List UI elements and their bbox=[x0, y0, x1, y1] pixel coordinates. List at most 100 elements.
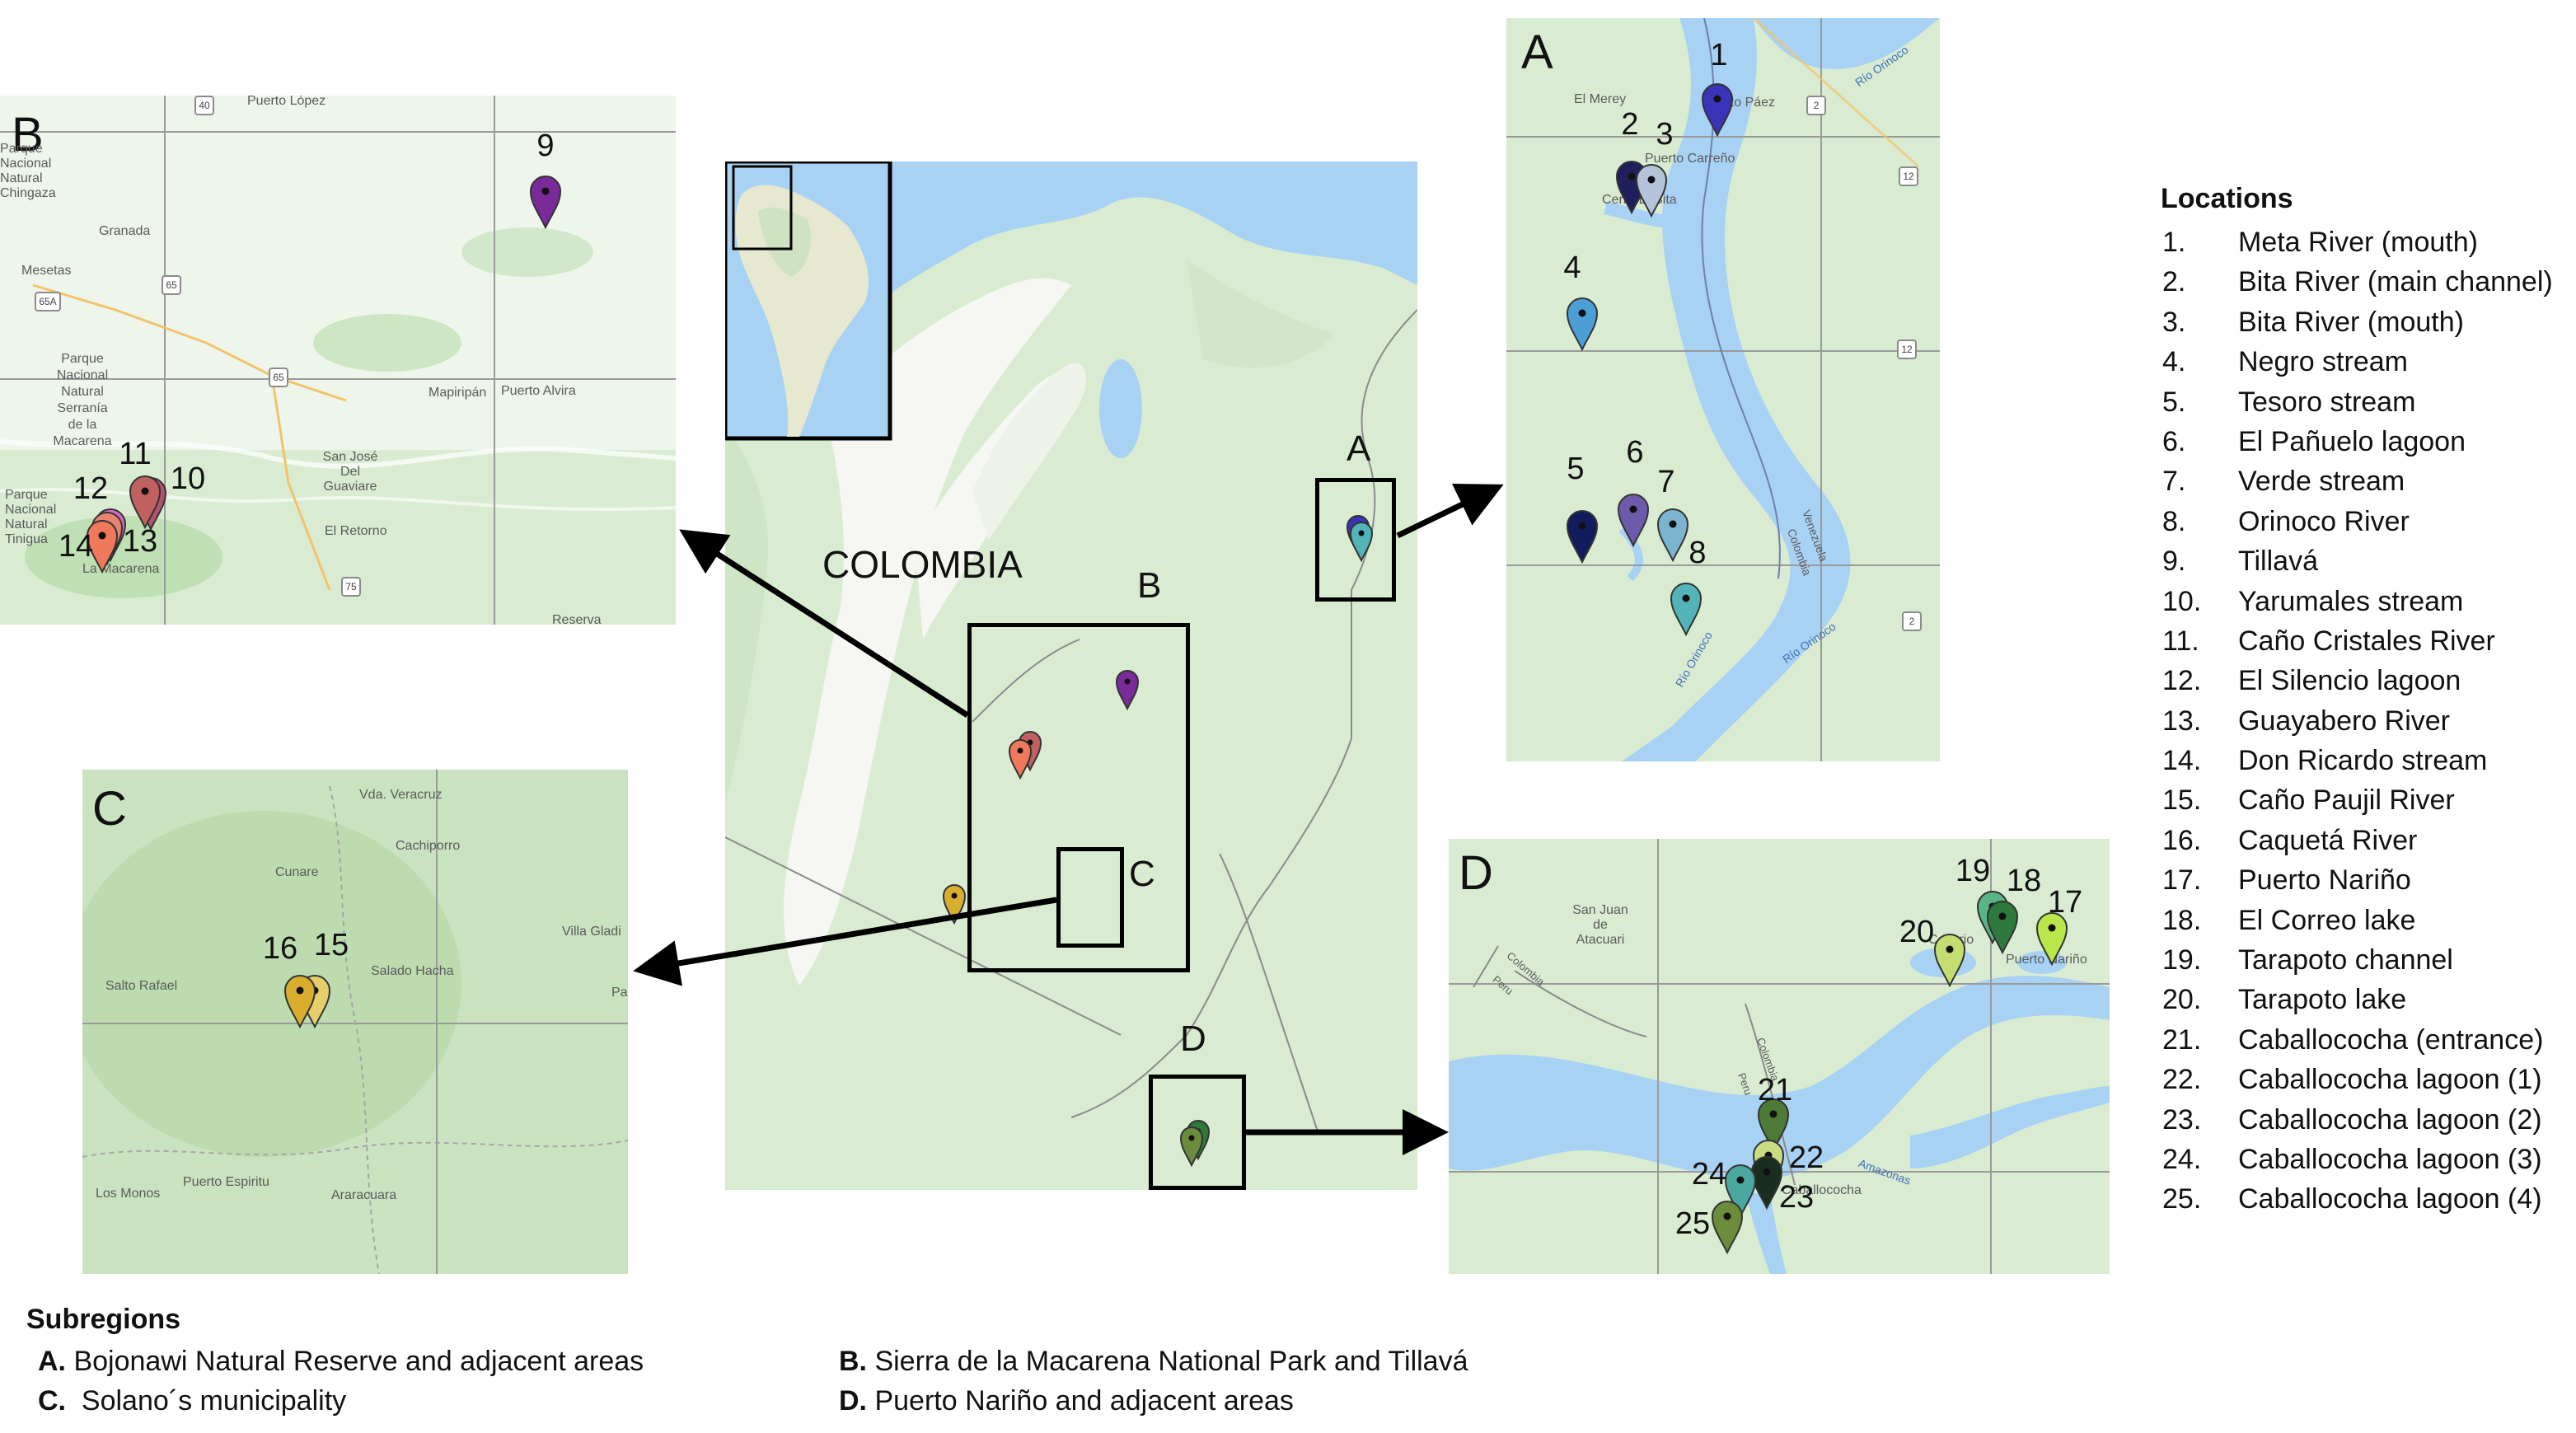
location-pin bbox=[1566, 509, 1599, 564]
subregion-box-label: D bbox=[1180, 1019, 1206, 1059]
location-pin bbox=[1617, 493, 1650, 547]
legend-number: 17. bbox=[2162, 864, 2202, 897]
legend-item: 13.Guayabero River bbox=[2161, 705, 2573, 745]
legend-number: 12. bbox=[2162, 665, 2202, 697]
legend-item: 9. Tillavá bbox=[2161, 546, 2573, 585]
place-label: Araracuara bbox=[331, 1188, 397, 1202]
subregion-item: C. Solano´s municipality bbox=[38, 1385, 346, 1417]
legend-name: Verde stream bbox=[2238, 466, 2405, 498]
pin-number: 10 bbox=[170, 461, 206, 496]
subregions-row: A. Bojonawi Natural Reserve and adjacent… bbox=[26, 1346, 1674, 1385]
pin-number: 19 bbox=[1955, 854, 1991, 888]
place-label: San José Del Guaviare bbox=[322, 450, 378, 494]
panel-b-map: B Puerto López Parque Nacional Natural C… bbox=[0, 96, 676, 625]
place-label: Mapiripán bbox=[429, 386, 487, 400]
south-america-inset bbox=[725, 162, 892, 441]
panel-a-map: A El Merey Puerto Páez Puerto Carreño Ce… bbox=[1506, 18, 1940, 761]
location-pin bbox=[1349, 521, 1374, 562]
legend-name: Caño Cristales River bbox=[2238, 625, 2495, 657]
pin-number: 13 bbox=[122, 524, 158, 559]
location-pin bbox=[2035, 911, 2068, 966]
legend-name: Caballococha lagoon (2) bbox=[2238, 1103, 2542, 1136]
subregion-item: A. Bojonawi Natural Reserve and adjacent… bbox=[38, 1346, 644, 1378]
legend-item: 4.Negro stream bbox=[2161, 346, 2573, 386]
legend-number: 9. bbox=[2162, 546, 2186, 578]
place-label: Parque Nacional Natural Serranía de la M… bbox=[53, 352, 112, 448]
legend-item: 25. Caballococha lagoon (4) bbox=[2161, 1183, 2573, 1223]
legend-number: 11. bbox=[2162, 625, 2199, 657]
subregions-title: Subregions bbox=[26, 1304, 181, 1335]
legend-number: 25. bbox=[2162, 1183, 2202, 1215]
legend-name: Bita River (mouth) bbox=[2238, 306, 2464, 338]
pin-number: 16 bbox=[262, 931, 298, 966]
road-shield: 12 bbox=[1897, 340, 1917, 359]
legend-name: Caballococha lagoon (4) bbox=[2238, 1183, 2542, 1215]
legend-title: Locations bbox=[2161, 183, 2293, 214]
pin-number: 20 bbox=[1899, 915, 1935, 949]
pin-number: 24 bbox=[1691, 1157, 1727, 1192]
panel-a-label: A bbox=[1521, 26, 1553, 79]
legend-number: 15. bbox=[2162, 784, 2202, 817]
legend-number: 2. bbox=[2162, 266, 2186, 298]
legend-item: 7.Verde stream bbox=[2161, 466, 2573, 505]
place-label: Mesetas bbox=[21, 264, 72, 278]
legend-name: Don Ricardo stream bbox=[2238, 745, 2488, 777]
place-label: Villa Gladi bbox=[562, 925, 621, 939]
legend-item: 10.Yarumales stream bbox=[2161, 586, 2573, 625]
legend-item: 11. Caño Cristales River bbox=[2161, 625, 2573, 665]
legend-name: Caballococha lagoon (1) bbox=[2238, 1064, 2542, 1096]
pin-number: 15 bbox=[313, 928, 349, 962]
legend-name: Bita River (main channel) bbox=[2238, 266, 2553, 298]
road-shield: 12 bbox=[1899, 166, 1918, 186]
location-pin bbox=[1933, 933, 1966, 987]
subregion-box-label: B bbox=[1137, 565, 1162, 606]
place-label: Los Monos bbox=[96, 1187, 161, 1201]
location-pin bbox=[942, 883, 967, 925]
legend-number: 22. bbox=[2162, 1064, 2202, 1096]
place-label: El Merey bbox=[1574, 92, 1627, 106]
legend-item: 18.El Correo lake bbox=[2161, 905, 2573, 944]
pin-number: 21 bbox=[1757, 1073, 1793, 1108]
location-pin bbox=[1701, 82, 1734, 137]
subregion-key: D. bbox=[839, 1385, 867, 1417]
legend-item: 15.Caño Paujil River bbox=[2161, 784, 2573, 824]
subregion-item: B. Sierra de la Macarena National Park a… bbox=[839, 1346, 1468, 1378]
place-label: Salto Rafael bbox=[105, 979, 178, 993]
place-label: Cachiporro bbox=[396, 839, 461, 853]
legend-name: Tarapoto channel bbox=[2238, 944, 2453, 976]
legend-name: El Correo lake bbox=[2238, 904, 2416, 936]
place-label: Granada bbox=[99, 224, 151, 238]
place-label: Vda. Veracruz bbox=[359, 788, 443, 802]
legend-name: Tesoro stream bbox=[2238, 386, 2416, 418]
legend-name: Caballococha (entrance) bbox=[2238, 1023, 2544, 1056]
legend-item: 8.Orinoco River bbox=[2161, 506, 2573, 546]
location-pin bbox=[1670, 582, 1703, 636]
subregion-box-a bbox=[1315, 478, 1396, 602]
place-label: Puerto Nariño bbox=[2006, 953, 2087, 967]
legend-item: 20.Tarapoto lake bbox=[2161, 984, 2573, 1023]
place-label: Pa bbox=[611, 986, 628, 1000]
panel-d-map: D San Juan de Atacuari Caserio Puerto Na… bbox=[1449, 839, 2110, 1274]
place-label: Cunare bbox=[275, 865, 319, 879]
legend-number: 16. bbox=[2162, 824, 2202, 856]
legend-name: Caballococha lagoon (3) bbox=[2238, 1143, 2542, 1175]
subregion-text: Bojonawi Natural Reserve and adjacent ar… bbox=[66, 1346, 644, 1377]
pin-number: 23 bbox=[1778, 1180, 1815, 1215]
road-shield: 65 bbox=[162, 275, 181, 295]
panel-a-background bbox=[1506, 18, 1940, 761]
legend-item: 1.Meta River (mouth) bbox=[2161, 227, 2573, 266]
location-pin bbox=[86, 519, 119, 574]
location-pin bbox=[1115, 669, 1140, 710]
legend-name: Orinoco River bbox=[2238, 505, 2410, 537]
panel-c-label: C bbox=[92, 782, 127, 836]
place-label: Reserva bbox=[552, 613, 602, 625]
country-label: COLOMBIA bbox=[822, 543, 1023, 586]
location-pin bbox=[1757, 1098, 1790, 1152]
legend-item: 12.El Silencio lagoon bbox=[2161, 665, 2573, 705]
legend-name: Tillavá bbox=[2238, 546, 2318, 578]
subregion-box-d bbox=[1149, 1075, 1246, 1190]
pin-number: 9 bbox=[536, 129, 555, 163]
road-shield: 65A bbox=[35, 292, 61, 311]
panel-b-label: B bbox=[12, 108, 44, 162]
